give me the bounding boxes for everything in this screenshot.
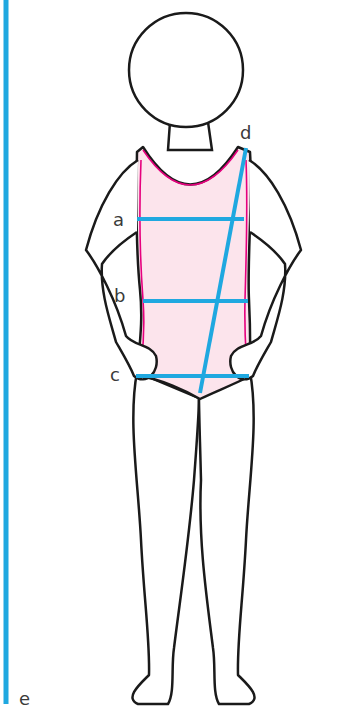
measurement-label: c — [110, 366, 120, 384]
right-arm — [230, 160, 301, 379]
leotard-trim — [140, 150, 247, 374]
arms — [86, 160, 301, 379]
head — [129, 13, 243, 127]
legs — [132, 372, 254, 704]
left-arm — [86, 160, 157, 379]
measurement-label: b — [114, 287, 125, 305]
waist-line — [143, 299, 248, 303]
torso-girth-line — [200, 148, 246, 393]
measurement-lines — [136, 148, 249, 393]
hip-line — [136, 374, 249, 378]
measurement-label: d — [240, 124, 251, 142]
right-leg — [199, 372, 255, 704]
chest-line — [137, 217, 244, 221]
left-leg — [132, 372, 199, 704]
height-line — [4, 0, 9, 704]
measurement-label: a — [113, 211, 124, 229]
measurement-label: e — [19, 690, 30, 708]
